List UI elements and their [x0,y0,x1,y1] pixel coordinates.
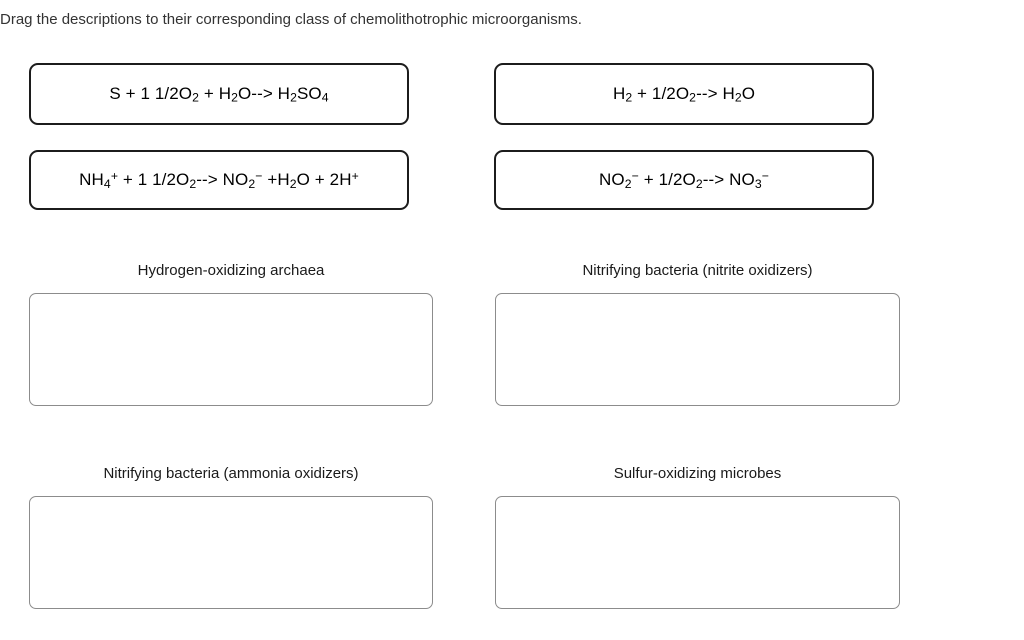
equation-text: NO2− + 1/2O2--> NO3− [599,169,769,191]
draggable-card-ammonia-equation[interactable]: NH4+ + 1 1/2O2--> NO2− +H2O + 2H+ [29,150,409,210]
drop-zone-nitrite-oxidizers[interactable] [495,293,900,406]
drop-zone-sulfur-microbes[interactable] [495,496,900,609]
drop-target-label-ammonia-oxidizers: Nitrifying bacteria (ammonia oxidizers) [103,465,359,482]
instruction-text: Drag the descriptions to their correspon… [0,11,582,28]
draggable-card-sulfur-equation[interactable]: S + 1 1/2O2 + H2O--> H2SO4 [29,63,409,125]
equation-text: S + 1 1/2O2 + H2O--> H2SO4 [109,83,329,105]
drop-target-label-sulfur-microbes: Sulfur-oxidizing microbes [613,465,782,482]
drop-zone-ammonia-oxidizers[interactable] [29,496,433,609]
draggable-card-nitrite-equation[interactable]: NO2− + 1/2O2--> NO3− [494,150,874,210]
drop-zone-hydrogen-archaea[interactable] [29,293,433,406]
drop-target-label-nitrite-oxidizers: Nitrifying bacteria (nitrite oxidizers) [582,262,813,279]
equation-text: H2 + 1/2O2--> H2O [612,83,756,105]
equation-text: NH4+ + 1 1/2O2--> NO2− +H2O + 2H+ [79,169,359,191]
drop-target-label-hydrogen-archaea: Hydrogen-oxidizing archaea [137,262,325,279]
draggable-card-hydrogen-equation[interactable]: H2 + 1/2O2--> H2O [494,63,874,125]
